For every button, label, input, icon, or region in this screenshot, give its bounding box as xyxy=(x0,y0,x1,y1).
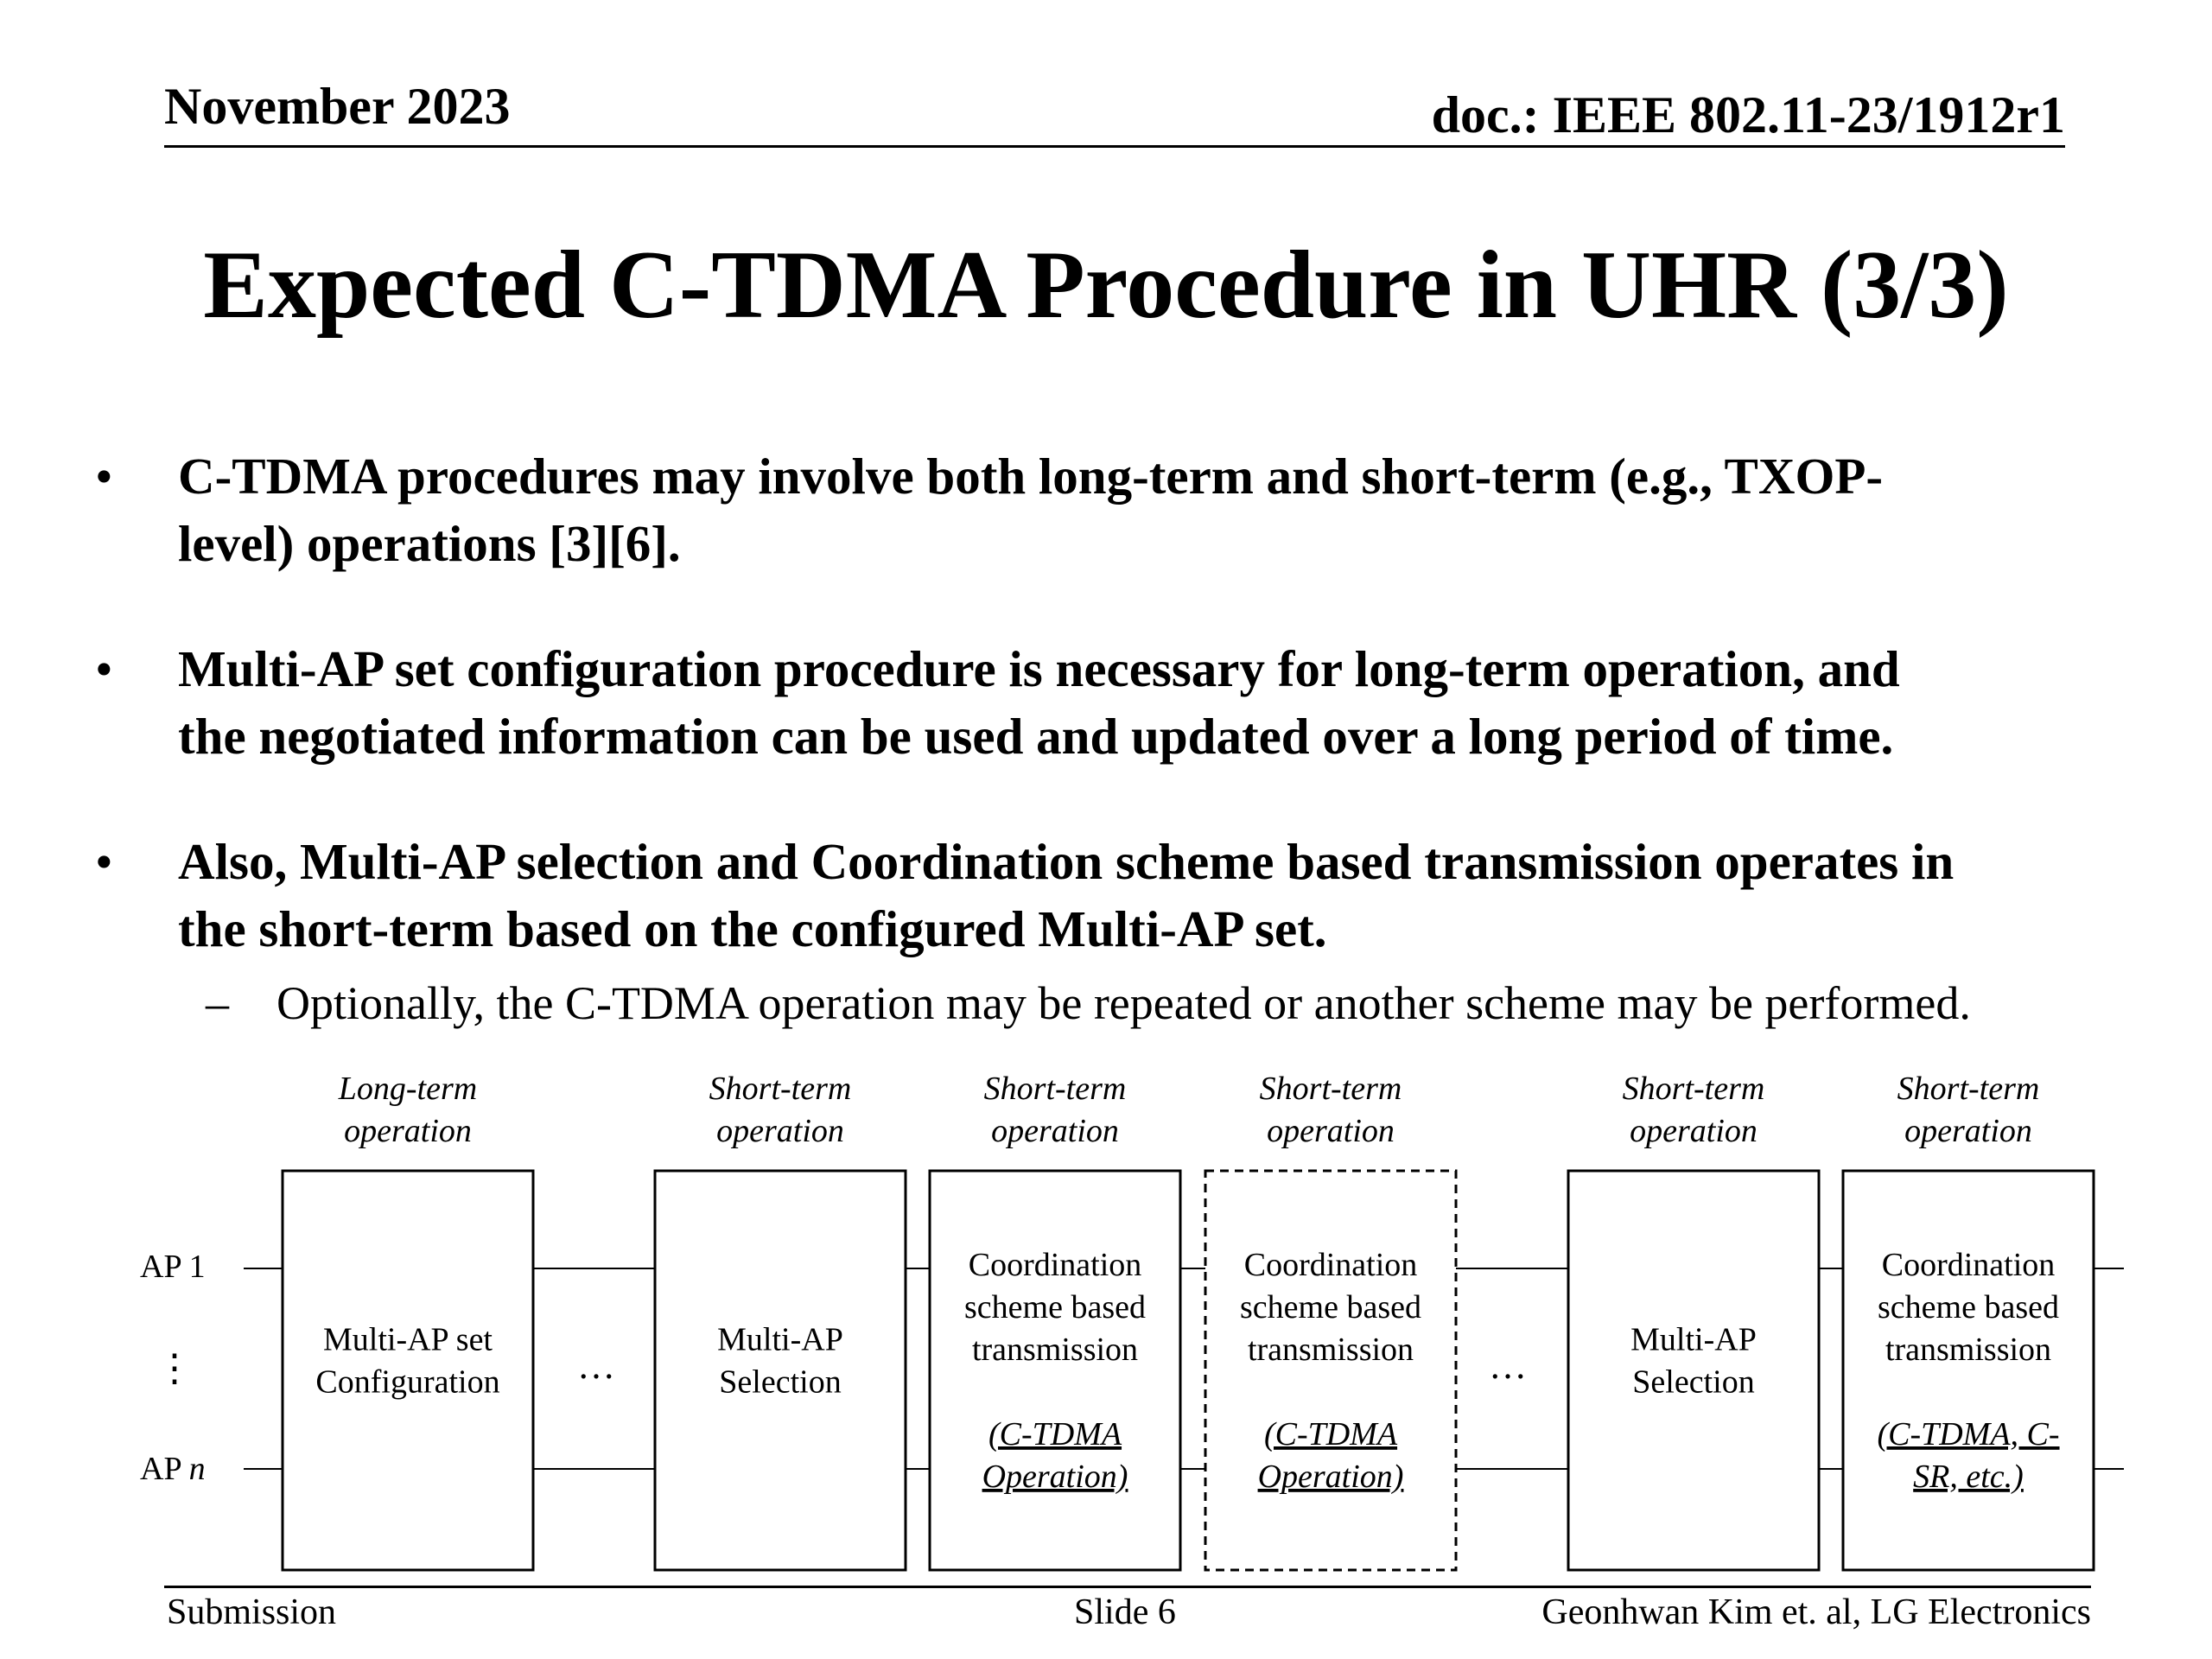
block-body-text: transmission xyxy=(1248,1332,1414,1368)
slide-title: Expected C-TDMA Procedure in UHR (3/3) xyxy=(203,232,2009,339)
block-sub-text: Operation) xyxy=(982,1459,1128,1495)
header-doc-id: doc.: IEEE 802.11-23/1912r1 xyxy=(1431,86,2065,143)
phase-label: Short-term xyxy=(1623,1071,1765,1107)
block-body-text: Coordination xyxy=(969,1247,1142,1283)
block-body-text: transmission xyxy=(1885,1332,2051,1368)
block-box xyxy=(281,1169,535,1572)
bullet-2-line-2: the negotiated information can be used a… xyxy=(178,708,1894,765)
block-body-text: Selection xyxy=(1632,1364,1754,1401)
bullet-marker: • xyxy=(95,448,113,505)
block-body-text: scheme based xyxy=(964,1289,1146,1325)
block-body-text: Multi-AP set xyxy=(323,1322,493,1358)
block-body-text: Multi-AP xyxy=(717,1322,843,1358)
footer-author: Geonhwan Kim et. al, LG Electronics xyxy=(1541,1592,2091,1632)
ap-last-prefix: AP xyxy=(140,1451,189,1487)
block-box xyxy=(1841,1169,2095,1572)
block-sub-text: (C-TDMA xyxy=(1264,1416,1398,1452)
footer-submission: Submission xyxy=(167,1592,337,1632)
block-body-text: Multi-AP xyxy=(1630,1322,1757,1358)
ap-last-label: AP n xyxy=(140,1451,206,1487)
block-body-text: Coordination xyxy=(1244,1247,1418,1283)
header-divider xyxy=(164,145,2065,148)
block-body-text: Selection xyxy=(719,1364,841,1401)
phase-label: operation xyxy=(991,1113,1119,1149)
bullet-1-line-2: level) operations [3][6]. xyxy=(178,515,681,572)
phase-label: operation xyxy=(1630,1113,1758,1149)
phase-label: operation xyxy=(1267,1113,1395,1149)
sub-bullet-marker: – xyxy=(206,977,229,1029)
bullet-1: • C-TDMA procedures may involve both lon… xyxy=(95,442,2157,577)
phase-label: operation xyxy=(716,1113,844,1149)
ap-vertical-ellipsis: ⋮ xyxy=(156,1347,194,1389)
ap-last-variable: n xyxy=(189,1451,206,1487)
block-sub-text: Operation) xyxy=(1258,1459,1404,1495)
block-box xyxy=(653,1169,907,1572)
block-body-text: scheme based xyxy=(1878,1289,2059,1325)
footer-slide-number: Slide 6 xyxy=(1074,1592,1176,1632)
block-box xyxy=(928,1169,1182,1572)
dashed-block-box xyxy=(1204,1169,1458,1572)
block-body-text: scheme based xyxy=(1240,1289,1421,1325)
block-body-text: Configuration xyxy=(315,1364,499,1401)
ap-first-label: AP 1 xyxy=(140,1249,206,1285)
header-date: November 2023 xyxy=(164,78,511,135)
bullet-marker: • xyxy=(95,640,113,697)
bullet-1-line-1: C-TDMA procedures may involve both long-… xyxy=(178,448,1884,505)
phase-label: Short-term xyxy=(1897,1071,2040,1107)
bullet-marker: • xyxy=(95,833,113,890)
block-box xyxy=(1567,1169,1821,1572)
block-sub-text: (C-TDMA, C- xyxy=(1877,1416,2059,1452)
phase-label: Long-term xyxy=(338,1071,477,1107)
bullet-2: • Multi-AP set configuration procedure i… xyxy=(95,635,2157,770)
block-body-text: transmission xyxy=(972,1332,1138,1368)
footer-divider xyxy=(164,1586,2091,1588)
block-sub-text: (C-TDMA xyxy=(988,1416,1122,1452)
gap-ellipsis-1: … xyxy=(577,1344,615,1387)
bullet-3: • Also, Multi-AP selection and Coordinat… xyxy=(95,828,2157,963)
phase-label: Short-term xyxy=(709,1071,852,1107)
phase-label: operation xyxy=(344,1113,472,1149)
bullet-3-line-2: the short-term based on the configured M… xyxy=(178,900,1327,957)
sub-bullet: – Optionally, the C-TDMA operation may b… xyxy=(206,973,1971,1033)
phase-label: operation xyxy=(1904,1113,2032,1149)
phase-label: Short-term xyxy=(1260,1071,1402,1107)
bullet-3-line-1: Also, Multi-AP selection and Coordinatio… xyxy=(178,833,1955,890)
gap-ellipsis-2: … xyxy=(1489,1344,1527,1387)
sub-bullet-text: Optionally, the C-TDMA operation may be … xyxy=(276,977,1971,1029)
block-sub-text: SR, etc.) xyxy=(1913,1459,2024,1495)
ap-timelines xyxy=(244,1268,2124,1470)
block-body-text: Coordination xyxy=(1882,1247,2056,1283)
bullet-2-line-1: Multi-AP set configuration procedure is … xyxy=(178,640,1900,697)
phase-label: Short-term xyxy=(984,1071,1127,1107)
